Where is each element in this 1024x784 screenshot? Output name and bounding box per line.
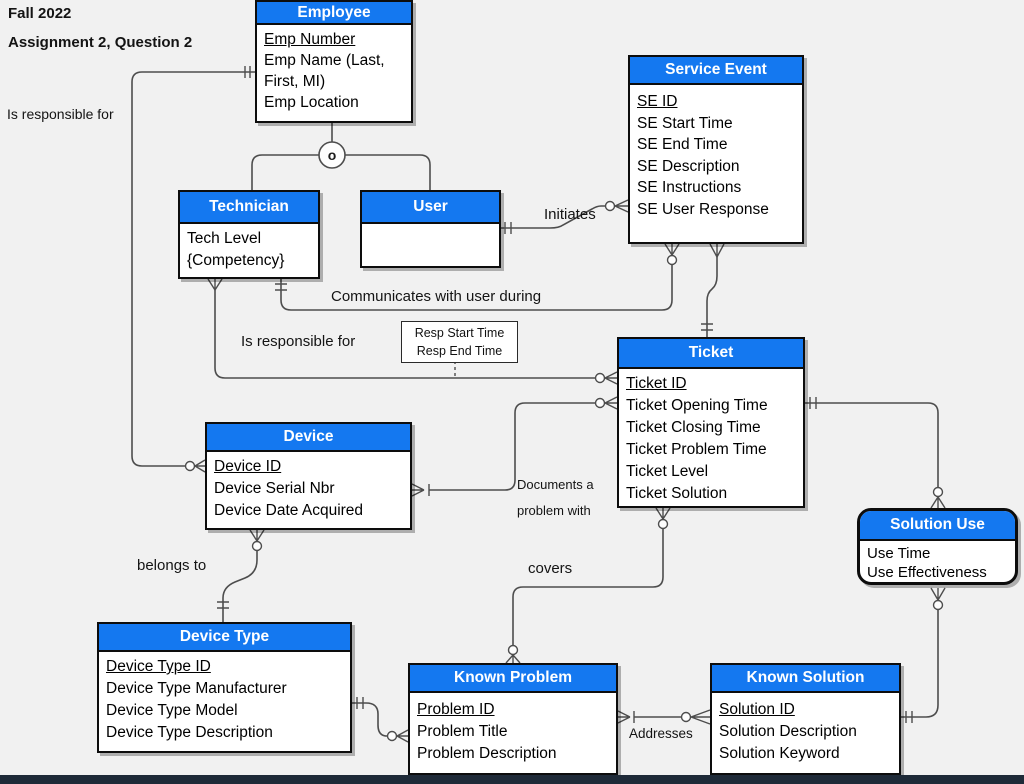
relationship-label-addresses: Addresses [629, 726, 693, 741]
entity-known-solution-header: Known Solution [712, 665, 899, 693]
relationship-label-documents: Documents a problem with [517, 472, 594, 524]
entity-employee: Employee Emp Number Emp Name (Last, Firs… [255, 0, 413, 123]
attribute-emp-name: Emp Name (Last, [264, 52, 385, 69]
resp-start-time: Resp Start Time [414, 326, 505, 340]
attribute-solution-id: Solution ID [719, 701, 795, 718]
connector-known-solution-solution-use [901, 587, 946, 723]
attribute-problem-title: Problem Title [417, 723, 508, 740]
relationship-label-is-responsible-for-mid: Is responsible for [241, 333, 356, 350]
attribute-tech-level: Tech Level [187, 230, 262, 247]
entity-ticket: Ticket Ticket ID Ticket Opening Time Tic… [617, 337, 805, 508]
documents-line2: problem with [517, 503, 591, 518]
attribute-se-id: SE ID [637, 93, 678, 110]
attribute-emp-number: Emp Number [264, 31, 356, 48]
entity-service-event: Service Event SE ID SE Start Time SE End… [628, 55, 804, 244]
connector-ticket-solution-use [805, 397, 946, 509]
entity-device-type-header: Device Type [99, 624, 350, 652]
entity-solution-use-header: Solution Use [860, 511, 1015, 541]
attribute-emp-name-2: First, MI) [264, 73, 326, 90]
attribute-device-type-description: Device Type Description [106, 724, 273, 741]
resp-end-time: Resp End Time [416, 344, 503, 358]
attribute-problem-id: Problem ID [417, 701, 495, 718]
entity-device-type: Device Type Device Type ID Device Type M… [97, 622, 352, 753]
term-label: Fall 2022 [8, 5, 72, 22]
attribute-ticket-id: Ticket ID [626, 375, 687, 392]
connector-known-problem-known-solution [617, 709, 711, 725]
entity-user-body-empty [362, 224, 499, 230]
entity-user-header: User [362, 192, 499, 224]
connector-service-event-ticket [701, 243, 725, 337]
entity-solution-use: Solution Use Use Time Use Effectiveness [857, 508, 1018, 585]
attribute-device-date-acquired: Device Date Acquired [214, 502, 364, 519]
entity-service-event-header: Service Event [630, 57, 802, 85]
attribute-device-type-id: Device Type ID [106, 658, 211, 675]
attribute-device-serial-nbr: Device Serial Nbr [214, 480, 335, 497]
resp-attribute-box: Resp Start Time Resp End Time [401, 321, 518, 363]
entity-device-header: Device [207, 424, 410, 452]
relationship-label-communicates: Communicates with user during [331, 288, 542, 305]
attribute-ticket-closing-time: Ticket Closing Time [626, 419, 761, 436]
entity-technician: Technician Tech Level {Competency} [178, 190, 320, 279]
attribute-use-effectiveness: Use Effectiveness [867, 564, 987, 581]
entity-technician-header: Technician [180, 192, 318, 224]
entity-known-solution: Known Solution Solution ID Solution Desc… [710, 663, 901, 775]
relationship-label-belongs-to: belongs to [137, 557, 207, 574]
attribute-solution-description: Solution Description [719, 723, 857, 740]
relationship-label-covers: covers [528, 560, 573, 577]
bottom-edge-bar [0, 775, 1024, 784]
connector-device-device-type [217, 529, 265, 622]
attribute-use-time: Use Time [867, 545, 931, 562]
entity-user: User [360, 190, 501, 268]
attribute-problem-description: Problem Description [417, 745, 557, 762]
attribute-solution-keyword: Solution Keyword [719, 745, 840, 762]
connector-ticket-known-problem [505, 507, 671, 664]
subtype-marker: o [328, 147, 337, 163]
attribute-se-instructions: SE Instructions [637, 179, 742, 196]
connector-employee-subtypes [251, 123, 431, 190]
entity-known-problem: Known Problem Problem ID Problem Title P… [408, 663, 618, 775]
attribute-se-end-time: SE End Time [637, 136, 728, 153]
entity-known-problem-header: Known Problem [410, 665, 616, 693]
attribute-device-type-model: Device Type Model [106, 702, 238, 719]
attribute-se-user-response: SE User Response [637, 200, 769, 218]
entity-device: Device Device ID Device Serial Nbr Devic… [205, 422, 412, 530]
attribute-device-id: Device ID [214, 458, 282, 475]
entity-ticket-header: Ticket [619, 339, 803, 369]
entity-employee-header: Employee [257, 2, 411, 25]
attribute-competency: {Competency} [187, 252, 285, 269]
attribute-ticket-problem-time: Ticket Problem Time [626, 441, 767, 458]
attribute-device-type-manufacturer: Device Type Manufacturer [106, 680, 287, 697]
relationship-label-initiates: Initiates [544, 206, 596, 223]
attribute-ticket-solution: Ticket Solution [626, 485, 728, 502]
attribute-se-start-time: SE Start Time [637, 114, 733, 132]
connector-device-type-known-problem [352, 697, 409, 743]
attribute-emp-location: Emp Location [264, 94, 359, 111]
attribute-se-description: SE Description [637, 157, 740, 175]
relationship-label-is-responsible-for-left: Is responsible for [7, 106, 114, 122]
attribute-ticket-opening-time: Ticket Opening Time [626, 397, 768, 414]
documents-line1: Documents a [517, 477, 594, 492]
assignment-label: Assignment 2, Question 2 [8, 34, 193, 51]
attribute-ticket-level: Ticket Level [626, 463, 709, 480]
